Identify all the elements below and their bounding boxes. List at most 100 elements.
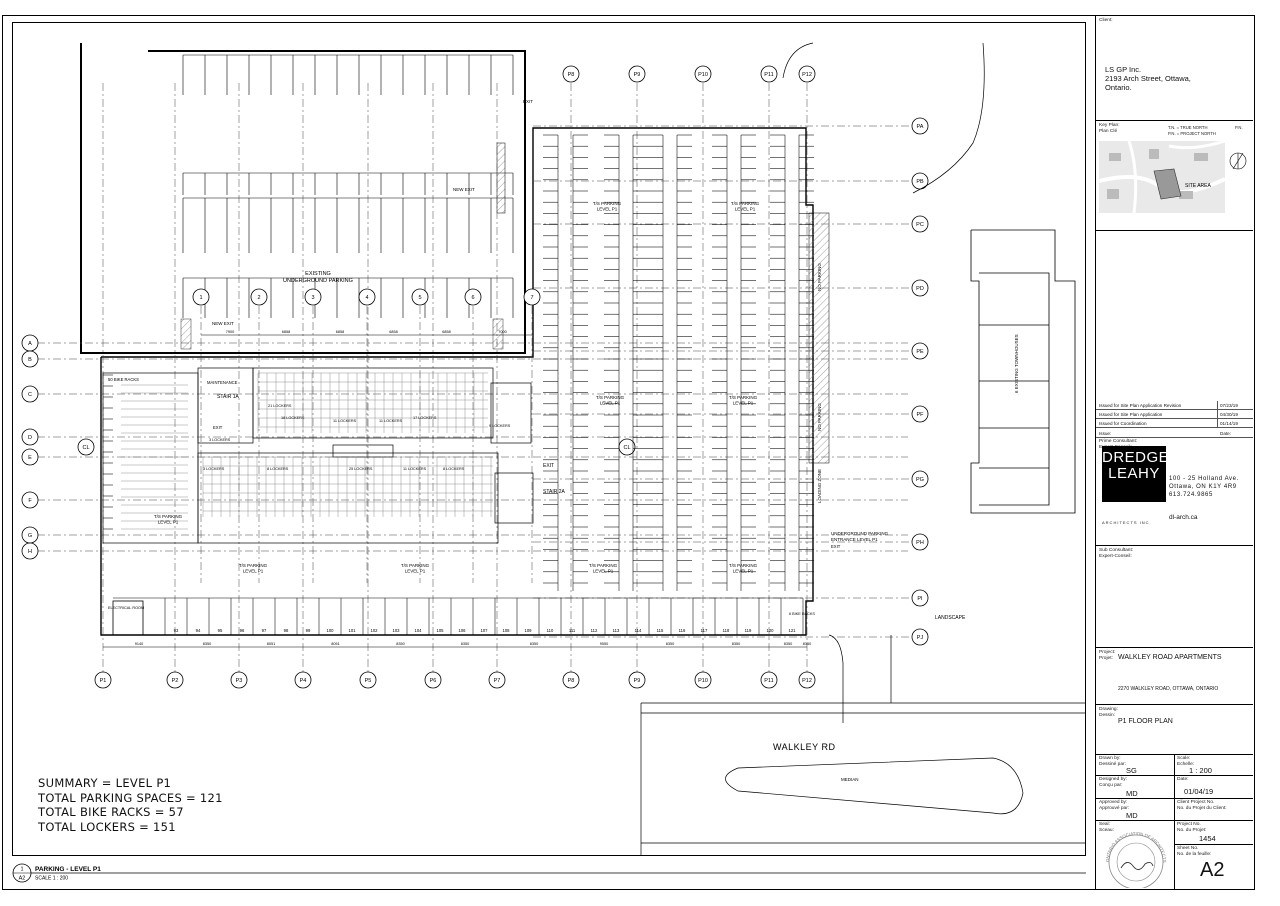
locker-count-label: 25 LOCKERS	[349, 467, 373, 471]
svg-text:7: 7	[530, 295, 533, 301]
grid-bubble-6: 6	[464, 288, 482, 306]
client-name: LS GP Inc.	[1105, 65, 1142, 74]
townhouses-label: 6 EXISTING TOWNHOUSES	[1014, 334, 1019, 393]
parking-summary: SUMMARY = LEVEL P1 TOTAL PARKING SPACES …	[38, 776, 223, 834]
stall-number: 95	[218, 628, 223, 633]
svg-text:PB: PB	[916, 179, 924, 185]
exit-label: EXIT	[543, 463, 554, 469]
project-name: WALKLEY ROAD APARTMENTS	[1118, 654, 1222, 661]
grid-bubble-bottom-P10: P10	[694, 671, 712, 689]
firm-address-1: 100 - 25 Holland Ave.	[1169, 476, 1239, 482]
grid-bubble-4: 4	[358, 288, 376, 306]
svg-text:B: B	[28, 357, 32, 363]
stall-number: 119	[745, 628, 752, 633]
stall-number: 98	[284, 628, 289, 633]
entrance-label-1: UNDERGROUND PARKING	[831, 531, 889, 536]
view-sheet-ref: A2	[19, 876, 26, 882]
svg-text:4: 4	[365, 295, 368, 301]
grid-bubble-PJ: PJ	[911, 628, 929, 646]
new-exit-label-left: NEW EXIT	[212, 321, 234, 326]
svg-text:P11: P11	[764, 678, 773, 684]
svg-text:PD: PD	[916, 286, 924, 292]
stall-number: 96	[240, 628, 245, 633]
drawing-name: P1 FLOOR PLAN	[1118, 718, 1173, 725]
stall-number: 97	[262, 628, 267, 633]
blank-notes-area	[1096, 231, 1253, 398]
grid-bubble-bottom-P5: P5	[359, 671, 377, 689]
room-labels: 50 BIKE RACKS MAINTENANCE STAIR 1A STAIR…	[108, 377, 966, 621]
grid-bubble-cl-right: CL	[618, 438, 636, 456]
stall-number: 108	[503, 628, 511, 633]
grid-bubble-7: 7	[523, 288, 541, 306]
grid-bubble-A: A	[21, 334, 39, 352]
svg-text:3: 3	[311, 295, 314, 301]
median-label: MEDIAN	[841, 777, 859, 782]
locker-count-label: 11 LOCKERS	[379, 419, 403, 423]
key-plan-block: Key Plan: Plan Clé T.N. = TRUE NORTH P.N…	[1096, 121, 1253, 231]
grid-bubble-PD: PD	[911, 279, 929, 297]
view-title-svg: 1 A2 PARKING - LEVEL P1 SCALE 1 : 200	[12, 863, 1086, 883]
entrance-label-2: ENTRANCE LEVEL P1	[831, 537, 878, 542]
stall-number: 106	[459, 628, 467, 633]
svg-text:P5: P5	[365, 678, 372, 684]
svg-text:CL: CL	[82, 445, 89, 451]
stall-number: 110	[547, 628, 554, 633]
stall-number: 105	[437, 628, 445, 633]
grid-bubble-G: G	[21, 526, 39, 544]
grid-bubble-bottom-P4: P4	[294, 671, 312, 689]
svg-text:G: G	[28, 533, 32, 539]
grid-bubble-bottom-P7: P7	[488, 671, 506, 689]
grid-bubble-PB: PB	[911, 172, 929, 190]
site-area-label: SITE AREA	[1185, 183, 1212, 189]
locker-count-label: 8 LOCKERS	[267, 467, 289, 471]
scale-value: 1 : 200	[1189, 766, 1212, 775]
svg-text:H: H	[28, 549, 32, 555]
issue-date: 07/23/19	[1220, 403, 1238, 408]
drawing-label: Drawing: Dessin:	[1099, 707, 1118, 718]
view-title-text: PARKING - LEVEL P1	[35, 866, 101, 873]
project-no: 1454	[1199, 834, 1216, 843]
dimension-label: 8350	[203, 642, 211, 646]
walkley-rd-label: WALKLEY RD	[773, 742, 836, 752]
dimension-label: 8350	[666, 642, 674, 646]
locker-count-label: 3 LOCKERS	[203, 467, 225, 471]
svg-text:CL: CL	[623, 445, 630, 451]
site-roads	[640, 42, 1085, 855]
client-label: Client:	[1099, 18, 1113, 23]
locker-count-label: 17 LOCKERS	[413, 416, 437, 420]
north-legend-1: T.N. = TRUE NORTH	[1168, 125, 1208, 130]
svg-text:1: 1	[199, 295, 202, 301]
grid-bubble-top-P8: P8	[562, 65, 580, 83]
designed-by: MD	[1126, 789, 1138, 798]
grid-bubble-PC: PC	[911, 215, 929, 233]
issue-row: Issued for Site Plan Application Revisio…	[1096, 401, 1253, 410]
svg-text:C: C	[28, 392, 32, 398]
stall-number: 104	[415, 628, 423, 633]
svg-text:P9: P9	[634, 678, 641, 684]
client-address-1: 2193 Arch Street, Ottawa,	[1105, 74, 1191, 83]
stall-number: 93	[174, 628, 179, 633]
issue-date: 04/30/19	[1220, 412, 1238, 417]
dimension-label: 8350	[396, 642, 404, 646]
core-rooms	[102, 367, 534, 544]
stall-number: 100	[327, 628, 335, 633]
dimension-label: 8051	[267, 642, 275, 646]
loading-zone-label: LOADING ZONE	[817, 469, 822, 503]
issue-header-label: Issue:	[1099, 431, 1112, 436]
exit-label-top: EXIT	[523, 99, 533, 104]
firm-website: dl-arch.ca	[1169, 514, 1198, 521]
dimension-label: 8350	[530, 642, 538, 646]
svg-text:5: 5	[418, 295, 421, 301]
stall-number: 103	[393, 628, 401, 633]
grid-bubble-PE: PE	[911, 342, 929, 360]
stair-2a-label: STAIR 2A	[543, 489, 566, 495]
grid-bubble-top-P11: P11	[760, 65, 778, 83]
